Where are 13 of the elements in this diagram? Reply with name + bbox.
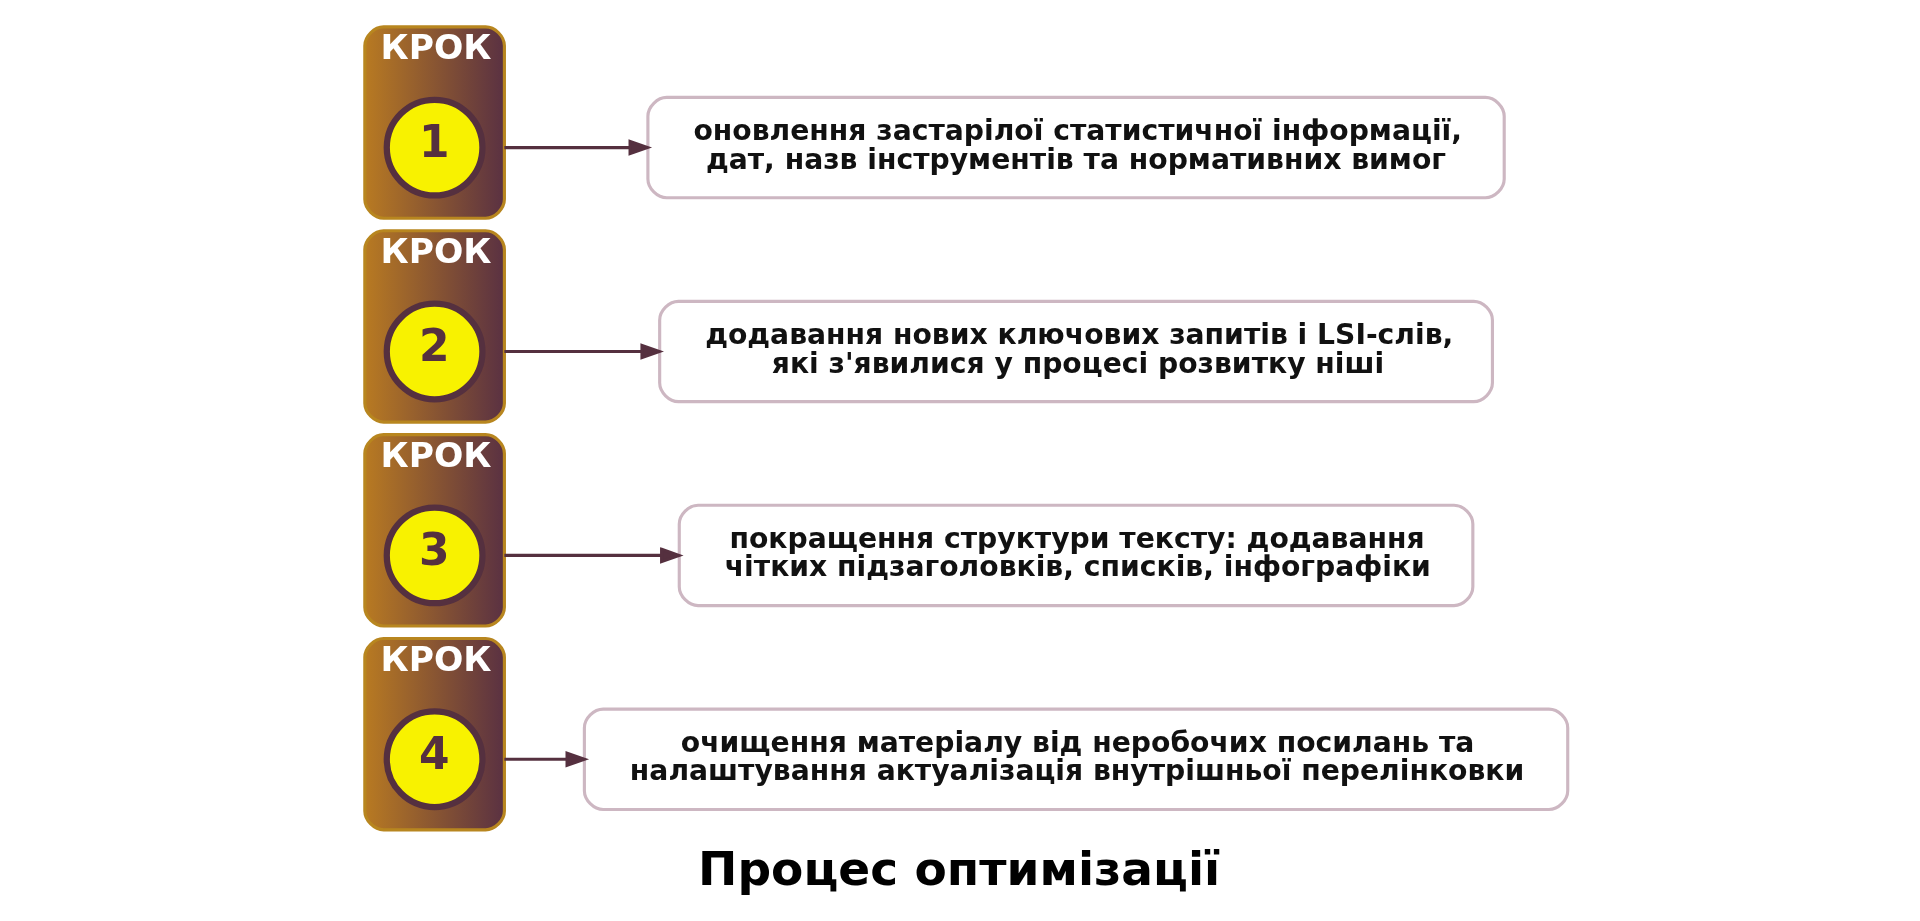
caption: Процес оптимізації <box>698 840 1221 896</box>
node-box: очищення матеріалу від неробочих посилань та налаштування актуалізація внутрішньої перелінковки <box>582 707 1570 812</box>
node-circle: 2 <box>383 300 486 403</box>
arrow <box>504 751 590 768</box>
arrow <box>504 343 664 360</box>
node-circle: 3 <box>383 504 486 607</box>
arrow <box>504 139 653 156</box>
arrow <box>504 547 684 564</box>
node-box: покращення структури тексту: додавання чітких підзаголовків, списків, інфографіки <box>677 503 1475 608</box>
node-circle: 4 <box>383 708 486 811</box>
node-box: додавання нових ключових запитів і LSI-слів, які з'явилися у процесі розвитку ніші <box>658 299 1494 404</box>
node-circle: 1 <box>383 96 486 199</box>
node-box: оновлення застарілої статистичної інформації, дат, назв інструментів та нормативних вимог <box>646 95 1506 200</box>
